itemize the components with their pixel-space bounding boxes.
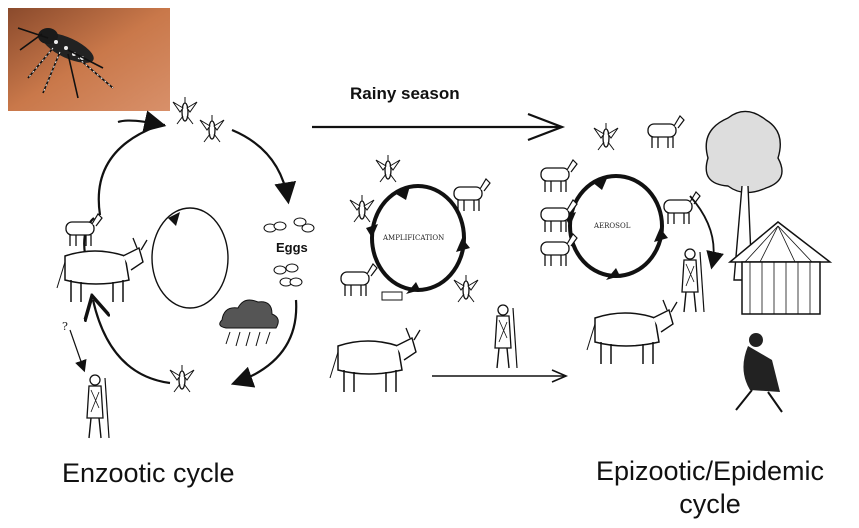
rainy-season-arrow: [312, 114, 562, 140]
herder-icon: [495, 305, 517, 368]
epizootic-cycle-label: Epizootic/Epidemic cycle: [575, 455, 845, 521]
enzootic-cycle-arrows: [84, 121, 296, 383]
rain-cloud-icon: [220, 300, 279, 346]
eggs-label: Eggs: [276, 240, 308, 255]
mosquito-icon: [454, 275, 478, 302]
sheep-icon: [541, 160, 577, 192]
svg-text:?: ?: [62, 320, 68, 333]
aerosol-cycle: AEROSOL: [564, 176, 668, 280]
goat-icon: [664, 192, 700, 224]
lower-arrow: [432, 370, 566, 382]
goat-icon: [541, 234, 577, 266]
rainy-season-label: Rainy season: [350, 84, 460, 104]
mosquito-icon: [200, 115, 224, 142]
mosquito-icon: [350, 195, 374, 222]
mosquito-icon: [594, 123, 618, 150]
mosquito-icon: [173, 97, 197, 124]
goat-icon: [648, 116, 684, 148]
goat-icon: [454, 179, 490, 211]
herder-icon: [87, 375, 109, 438]
cow-icon: [57, 238, 147, 302]
goat-icon: [382, 292, 402, 300]
inner-cycle: [152, 208, 228, 308]
herder-icon: [682, 249, 704, 312]
amplification-cycle: AMPLIFICATION: [366, 186, 470, 294]
sheep-icon: [341, 264, 377, 296]
amplification-label: AMPLIFICATION: [382, 234, 444, 242]
enzootic-cycle-label: Enzootic cycle: [62, 458, 235, 489]
aerosol-label: AEROSOL: [593, 222, 631, 230]
cow-icon: [587, 300, 677, 364]
cow-icon: [330, 328, 420, 392]
sick-person-icon: [736, 333, 782, 412]
mosquito-icon: [376, 155, 400, 182]
mosquito-icon: [170, 365, 194, 392]
